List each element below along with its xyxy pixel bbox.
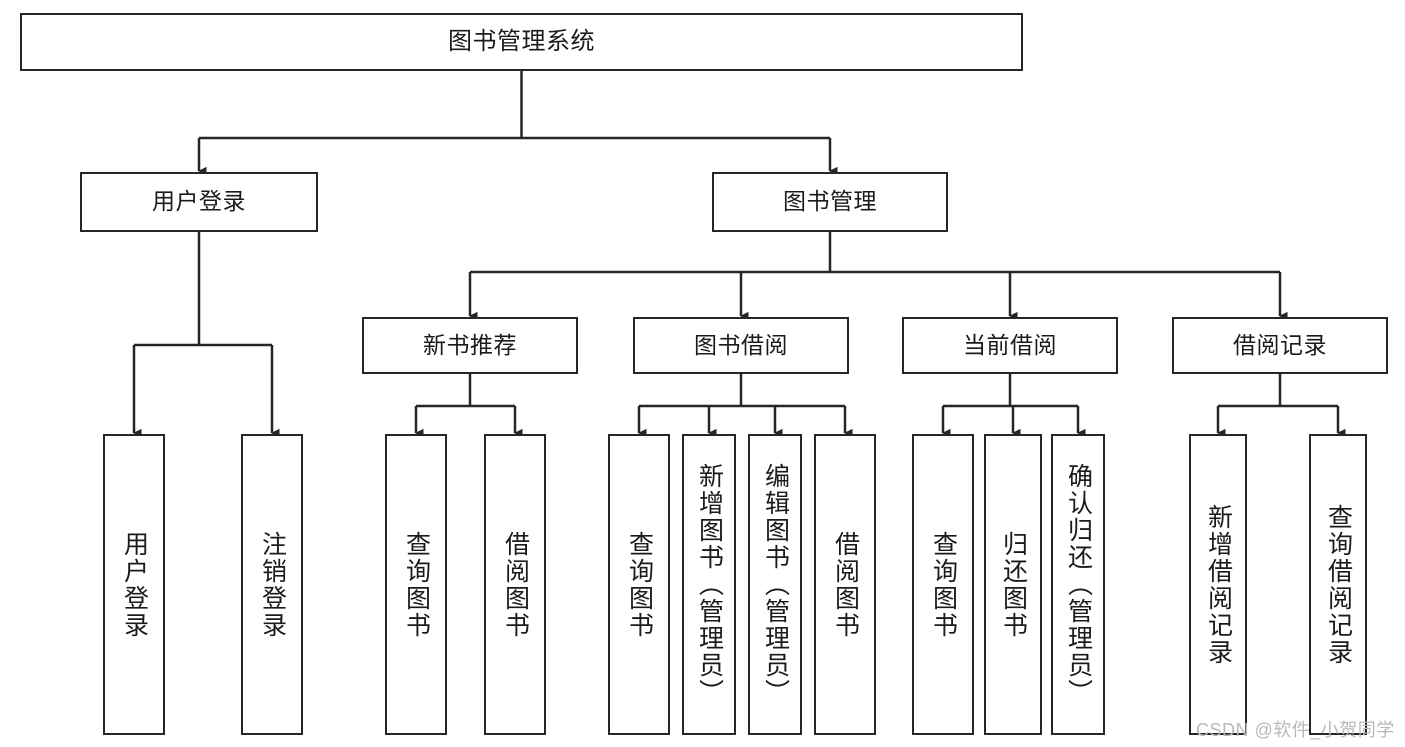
node-label: 注销登录 bbox=[258, 530, 287, 639]
node-label: 用户登录 bbox=[120, 530, 149, 639]
csdn-watermark: CSDN @软件_小贺同学 bbox=[1196, 720, 1395, 740]
node-label: 用户登录 bbox=[152, 188, 246, 215]
node-label: 图书管理 bbox=[783, 188, 877, 215]
node-label: 归还图书 bbox=[999, 530, 1028, 639]
node-label: 编辑图书（管理员） bbox=[761, 463, 790, 706]
node-label: 借阅图书 bbox=[501, 530, 530, 639]
node-label: 确认归还（管理员） bbox=[1064, 463, 1093, 706]
node-leaf-borrow-book-2[interactable]: 借阅图书 bbox=[814, 434, 876, 735]
node-leaf-return-book[interactable]: 归还图书 bbox=[984, 434, 1042, 735]
node-label: 图书管理系统 bbox=[448, 27, 595, 55]
node-current-borrow[interactable]: 当前借阅 bbox=[902, 317, 1118, 374]
node-label: 查询借阅记录 bbox=[1324, 503, 1353, 666]
node-book-mgmt[interactable]: 图书管理 bbox=[712, 172, 948, 232]
node-label: 查询图书 bbox=[402, 530, 431, 639]
node-root[interactable]: 图书管理系统 bbox=[20, 13, 1023, 71]
node-label: 当前借阅 bbox=[963, 331, 1057, 358]
node-label: 借阅图书 bbox=[831, 530, 860, 639]
node-leaf-query-record[interactable]: 查询借阅记录 bbox=[1309, 434, 1367, 735]
node-leaf-borrow-book-1[interactable]: 借阅图书 bbox=[484, 434, 546, 735]
node-label: 新增借阅记录 bbox=[1204, 503, 1233, 666]
node-label: 借阅记录 bbox=[1233, 331, 1327, 358]
node-leaf-user-login[interactable]: 用户登录 bbox=[103, 434, 165, 735]
node-label: 查询图书 bbox=[625, 530, 654, 639]
node-label: 新书推荐 bbox=[423, 331, 517, 358]
node-leaf-logout[interactable]: 注销登录 bbox=[241, 434, 303, 735]
node-leaf-query-book-1[interactable]: 查询图书 bbox=[385, 434, 447, 735]
node-label: 查询图书 bbox=[929, 530, 958, 639]
node-user-login[interactable]: 用户登录 bbox=[80, 172, 318, 232]
node-leaf-query-book-3[interactable]: 查询图书 bbox=[912, 434, 974, 735]
node-leaf-edit-book[interactable]: 编辑图书（管理员） bbox=[748, 434, 802, 735]
node-label: 图书借阅 bbox=[694, 331, 788, 358]
node-leaf-add-record[interactable]: 新增借阅记录 bbox=[1189, 434, 1247, 735]
node-borrow-record[interactable]: 借阅记录 bbox=[1172, 317, 1388, 374]
node-book-borrow[interactable]: 图书借阅 bbox=[633, 317, 849, 374]
node-leaf-confirm-return[interactable]: 确认归还（管理员） bbox=[1051, 434, 1105, 735]
node-leaf-query-book-2[interactable]: 查询图书 bbox=[608, 434, 670, 735]
node-leaf-add-book[interactable]: 新增图书（管理员） bbox=[682, 434, 736, 735]
node-new-book-rec[interactable]: 新书推荐 bbox=[362, 317, 578, 374]
node-label: 新增图书（管理员） bbox=[695, 463, 724, 706]
